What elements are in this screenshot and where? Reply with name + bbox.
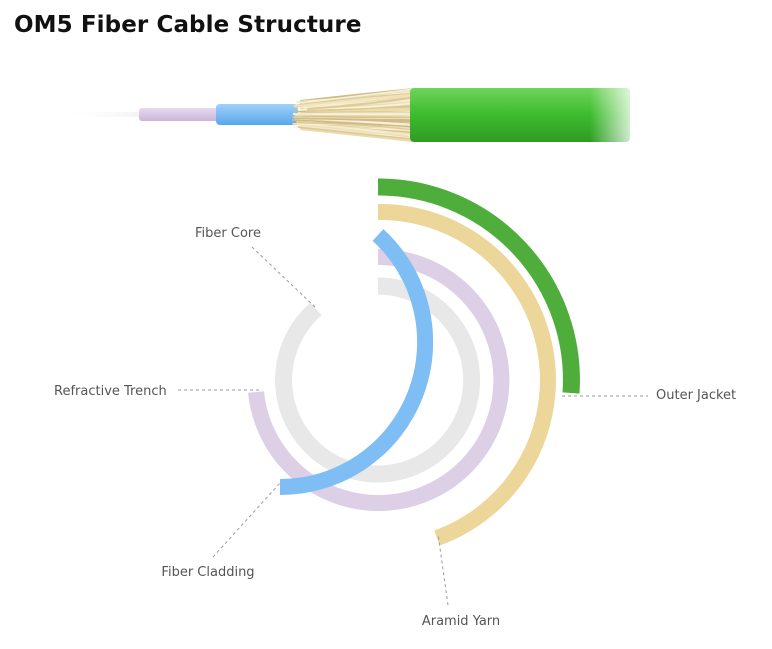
cable-jacket (410, 88, 630, 142)
leader-aramid-yarn (437, 533, 449, 606)
cable-cladding (216, 104, 298, 125)
arc-refractive-trench (248, 248, 510, 511)
label-refractive-trench: Refractive Trench (54, 384, 167, 399)
label-aramid-yarn: Aramid Yarn (422, 614, 500, 629)
cable-core (66, 112, 142, 117)
arc-aramid-yarn (377, 203, 556, 546)
label-fiber-core: Fiber Core (195, 226, 261, 241)
arc-outer-jacket (377, 178, 580, 394)
arc-fiber-core (275, 277, 481, 483)
arc-fiber-cladding (279, 229, 434, 495)
label-fiber-cladding: Fiber Cladding (161, 565, 254, 580)
cable-illustration (66, 88, 634, 142)
leader-fiber-cladding (212, 482, 281, 558)
cable-trench (139, 108, 221, 121)
page-title: OM5 Fiber Cable Structure (14, 12, 362, 38)
cable-aramid-yarn (292, 88, 413, 142)
leader-fiber-core (251, 246, 316, 308)
label-outer-jacket: Outer Jacket (656, 388, 736, 403)
